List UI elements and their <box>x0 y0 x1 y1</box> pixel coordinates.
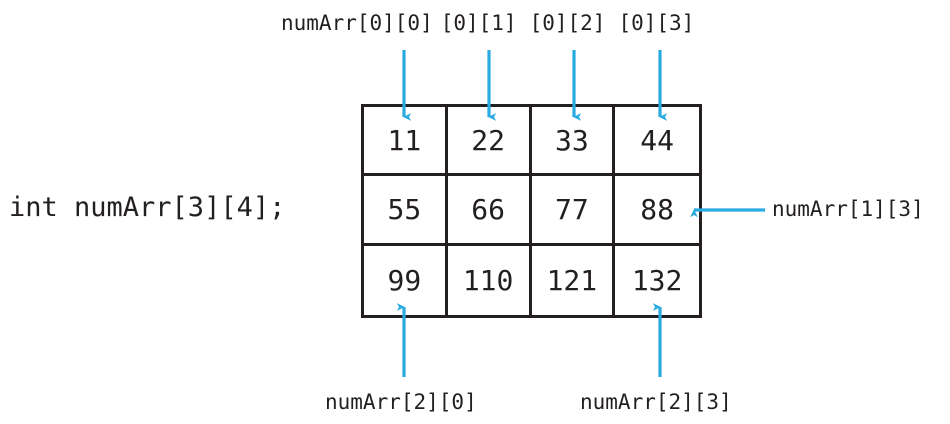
array-declaration-label: int numArr[3][4]; <box>9 192 286 223</box>
cell-0-2: 33 <box>531 107 616 177</box>
cell-1-3: 88 <box>615 176 699 246</box>
cell-2-0: 99 <box>364 245 448 315</box>
right-index-label: numArr[1][3] <box>772 197 924 221</box>
cell-2-3: 132 <box>631 263 683 297</box>
cell-1-0: 55 <box>364 176 448 246</box>
top-label-0-0: numArr[0][0] <box>281 11 433 35</box>
top-label-0-3: [0][3] <box>618 11 695 35</box>
cell-0-3: 44 <box>615 107 699 177</box>
cell-2-2: 121 <box>532 245 616 315</box>
bottom-index-label-2-0: numArr[2][0] <box>325 390 477 414</box>
cell-1-2: 77 <box>531 176 616 246</box>
matrix-grid: 11 22 33 44 55 66 77 88 99 110 121 132 <box>361 104 702 318</box>
cell-0-1: 22 <box>447 107 532 177</box>
top-label-0-1: [0][1] <box>440 11 517 35</box>
bottom-index-label-2-3: numArr[2][3] <box>580 390 732 414</box>
cell-2-1: 110 <box>448 245 532 315</box>
top-index-labels: numArr[0][0] [0][1] [0][2] [0][3] <box>281 10 694 36</box>
top-label-0-2: [0][2] <box>529 11 606 35</box>
cell-0-0: 11 <box>364 107 448 177</box>
cell-1-1: 66 <box>447 176 532 246</box>
